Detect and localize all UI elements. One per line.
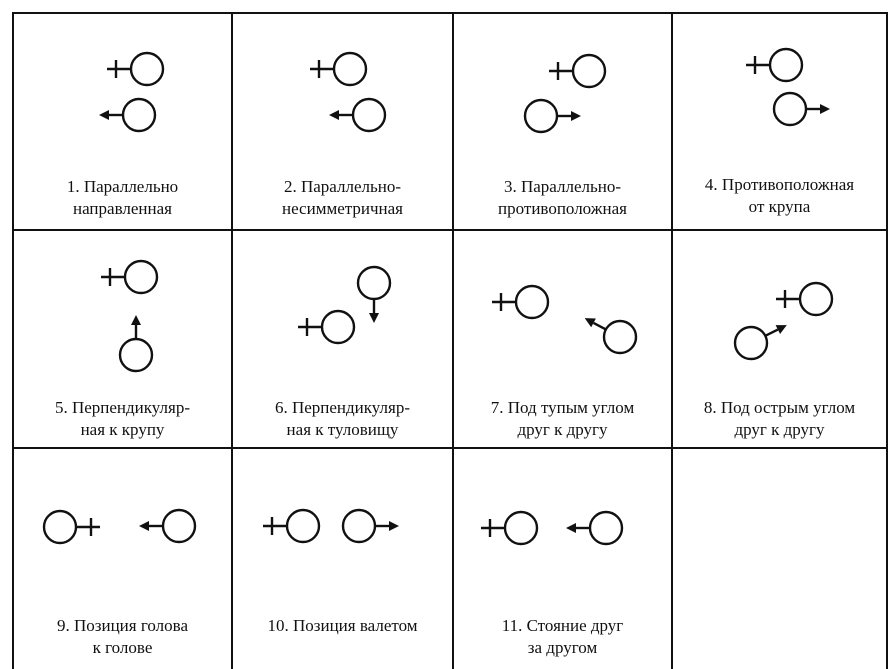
symbol-top-and-tail [263, 508, 399, 544]
arrow-head [329, 110, 339, 120]
head-circle [332, 51, 368, 87]
symbol-parallel-asymmetric [310, 51, 387, 133]
caption-head-to-head: 9. Позиция голова к голове [56, 616, 188, 657]
cell-6: 6. Перпендикуляр- ная к туловищу [233, 231, 452, 447]
row-divider-2 [12, 447, 888, 449]
head-circle [123, 259, 159, 295]
head-circle [351, 97, 387, 133]
arrow-head [99, 110, 109, 120]
caption-parallel-asymmetric: 2. Параллельно- несимметричная [281, 177, 404, 218]
symbol-acute-angle [733, 281, 834, 361]
column-divider-1 [231, 12, 233, 669]
arrow-stem [592, 321, 607, 331]
head-circle [121, 97, 157, 133]
arrow-head [139, 521, 149, 531]
cell-8: 8. Под острым углом друг к другу [673, 231, 886, 447]
row-divider-1 [12, 229, 888, 231]
cell-7: 7. Под тупым углом друг к другу [454, 231, 671, 447]
caption-parallel-opposite: 3. Параллельно- противоположная [498, 177, 627, 218]
table-border-top [12, 12, 888, 14]
head-circle [798, 281, 834, 317]
caption-parallel-directed: 1. Параллельно направленная [66, 177, 179, 218]
column-divider-2 [452, 12, 454, 669]
cell-4: 4. Противоположная от крупа [673, 14, 886, 229]
head-circle [588, 510, 624, 546]
symbol-parallel-directed [99, 51, 165, 133]
symbol-parallel-opposite [523, 53, 607, 134]
caption-one-behind-another: 11. Стояние друг за другом [501, 616, 624, 657]
arrow-head [584, 318, 596, 328]
head-circle [503, 510, 539, 546]
arrow-head [369, 313, 379, 323]
head-circle [514, 284, 550, 320]
caption-acute-angle: 8. Под острым углом друг к другу [703, 398, 856, 439]
table-border-left [12, 12, 14, 669]
head-circle [768, 47, 804, 83]
arrow-head [389, 521, 399, 531]
caption-opposite-from-croup: 4. Противоположная от крупа [704, 175, 855, 216]
head-circle [571, 53, 607, 89]
arrow-head [566, 523, 576, 533]
symbol-perpendicular-to-croup [101, 259, 159, 373]
head-circle [285, 508, 321, 544]
symbol-opposite-from-croup [746, 47, 830, 127]
head-circle [320, 309, 356, 345]
caption-perpendicular-to-croup: 5. Перпендикуляр- ная к крупу [54, 398, 191, 439]
column-divider-3 [671, 12, 673, 669]
table-border-right [886, 12, 888, 669]
cell-2: 2. Параллельно- несимметричная [233, 14, 452, 229]
symbol-head-to-head [42, 508, 197, 545]
head-circle [118, 337, 154, 373]
head-circle [733, 325, 769, 361]
cell-10: 10. Позиция валетом [233, 449, 452, 669]
head-circle [523, 98, 559, 134]
caption-top-and-tail: 10. Позиция валетом [267, 616, 418, 635]
caption-obtuse-angle: 7. Под тупым углом друг к другу [490, 398, 635, 439]
arrow-stem [764, 328, 779, 337]
caption-perpendicular-to-body: 6. Перпендикуляр- ная к туловищу [274, 398, 411, 439]
symbol-perpendicular-to-body [298, 265, 392, 345]
cell-11: 11. Стояние друг за другом [454, 449, 671, 669]
head-circle [42, 509, 78, 545]
cell-5: 5. Перпендикуляр- ная к крупу [14, 231, 231, 447]
head-circle [341, 508, 377, 544]
head-circle [772, 91, 808, 127]
cell-12-empty [673, 449, 886, 669]
head-circle [161, 508, 197, 544]
head-circle [602, 319, 638, 355]
cell-3: 3. Параллельно- противоположная [454, 14, 671, 229]
arrow-head [820, 104, 830, 114]
head-circle [356, 265, 392, 301]
arrow-head [131, 315, 141, 325]
cell-1: 1. Параллельно направленная [14, 14, 231, 229]
symbol-obtuse-angle [492, 284, 638, 355]
arrow-head [775, 325, 787, 335]
symbol-one-behind-another [481, 510, 624, 546]
head-circle [129, 51, 165, 87]
cell-9: 9. Позиция голова к голове [14, 449, 231, 669]
arrow-head [571, 111, 581, 121]
